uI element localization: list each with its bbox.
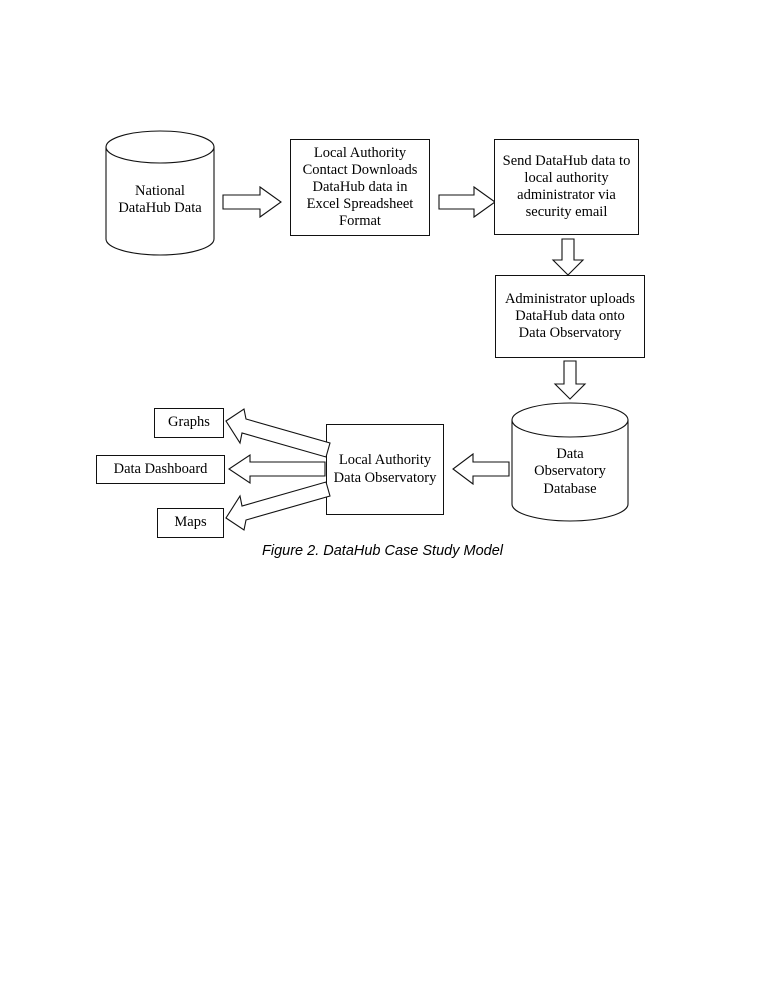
node-label-line: National [135, 183, 185, 199]
arrow-local-observatory-to-dashboard [228, 453, 326, 485]
node-label-line: Database [543, 480, 597, 497]
node-local-authority-data-observatory: Local Authority Data Observatory [326, 424, 444, 515]
node-administrator-uploads: Administrator uploads DataHub data onto … [495, 275, 645, 358]
node-label-line: DataHub Data [118, 200, 202, 217]
cylinder-shape [105, 130, 215, 256]
arrow-national-to-contact [222, 185, 282, 219]
node-label: Data Dashboard [113, 460, 208, 477]
node-national-datahub-data: National DataHub Data [105, 130, 215, 256]
node-graphs: Graphs [154, 408, 224, 438]
arrow-contact-to-send [438, 185, 496, 219]
arrow-send-to-administrator [551, 238, 585, 276]
node-label: Local Authority Contact Downloads DataHu… [302, 144, 418, 230]
node-label-line: Data [556, 446, 584, 462]
node-label: Administrator uploads DataHub data onto … [504, 290, 636, 342]
node-label: Send DataHub data to local authority adm… [502, 152, 631, 221]
arrow-administrator-to-database [553, 360, 587, 400]
arrow-local-observatory-to-graphs [224, 405, 332, 460]
arrow-database-to-local-observatory [452, 452, 510, 486]
cylinder-shape [511, 402, 629, 522]
node-local-authority-contact: Local Authority Contact Downloads DataHu… [290, 139, 430, 236]
node-label-line: Observatory [534, 463, 606, 480]
node-data-dashboard: Data Dashboard [96, 455, 225, 484]
figure-caption: Figure 2. DataHub Case Study Model [262, 543, 503, 559]
arrow-local-observatory-to-maps [224, 478, 332, 533]
node-send-datahub-data: Send DataHub data to local authority adm… [494, 139, 639, 235]
node-label: Maps [174, 514, 207, 531]
node-data-observatory-database: Data Observatory Database [511, 402, 629, 522]
node-maps: Maps [157, 508, 224, 538]
node-label: Local Authority Data Observatory [333, 452, 437, 486]
node-label: Graphs [168, 414, 210, 431]
